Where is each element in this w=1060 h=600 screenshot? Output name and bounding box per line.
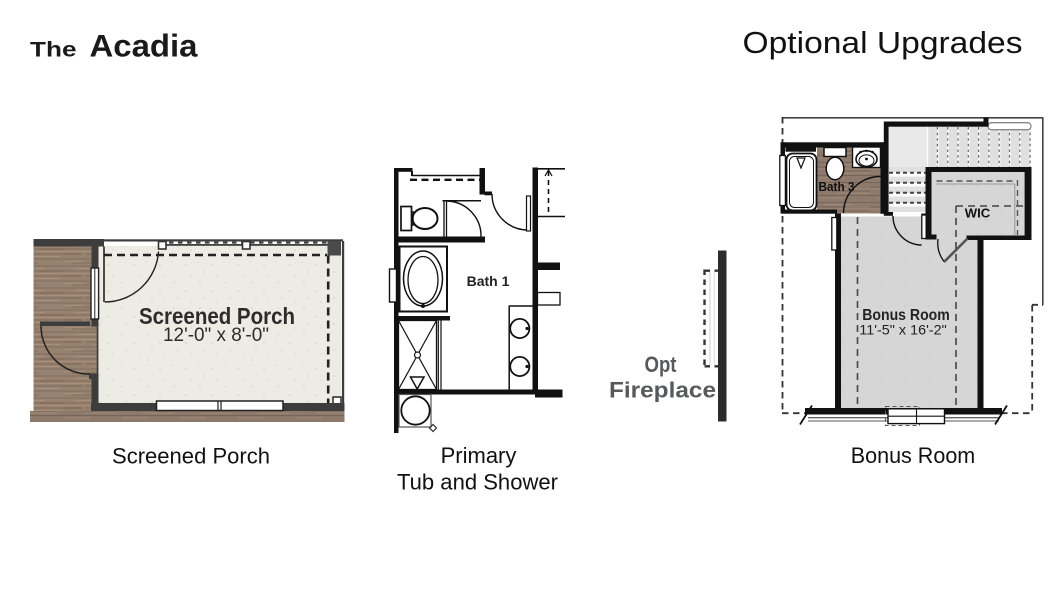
svg-text:Bonus Room: Bonus Room [862,307,950,324]
svg-text:11'-5" x 16'-2": 11'-5" x 16'-2" [859,323,947,338]
svg-text:Optional Upgrades: Optional Upgrades [743,25,1023,60]
svg-text:Bath 1: Bath 1 [467,273,510,289]
svg-text:Fireplace: Fireplace [609,378,716,403]
svg-text:Tub and Shower: Tub and Shower [397,470,558,495]
svg-text:12'-0" x 8'-0": 12'-0" x 8'-0" [163,325,269,346]
svg-text:Screened Porch: Screened Porch [112,444,270,469]
svg-text:Opt: Opt [645,352,678,377]
svg-text:Bonus Room: Bonus Room [851,443,976,468]
svg-text:Acadia: Acadia [90,28,198,64]
svg-text:Screened Porch: Screened Porch [139,303,295,329]
svg-text:Primary: Primary [441,443,517,468]
svg-text:WIC: WIC [965,206,991,221]
svg-text:Bath 3: Bath 3 [819,179,855,194]
svg-text:The: The [30,38,77,62]
